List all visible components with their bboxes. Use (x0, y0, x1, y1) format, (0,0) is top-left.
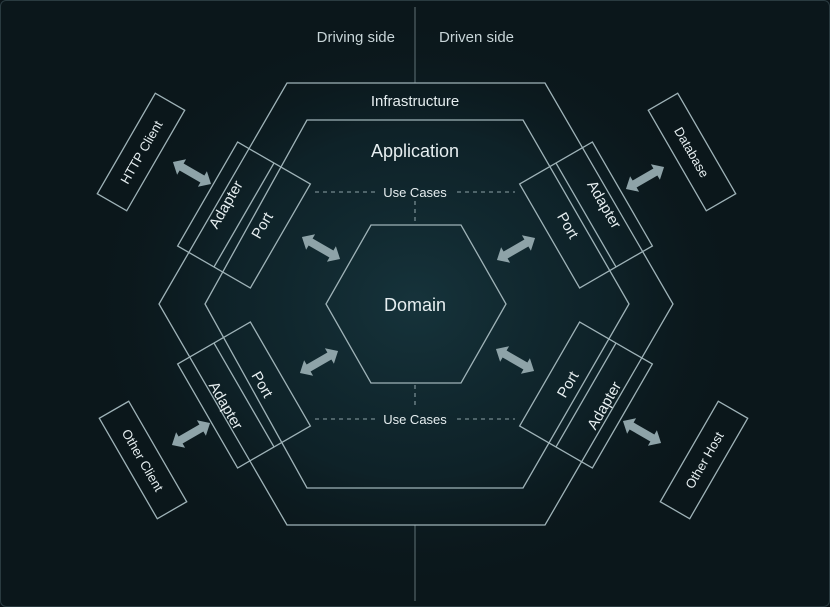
arrow-domain-to-port-bottom-right (495, 346, 535, 374)
arrow-other-client-to-adapter (171, 420, 211, 448)
driven-side-label: Driven side (439, 29, 514, 46)
application-hexagon (204, 119, 630, 489)
arrow-port-to-domain-bottom-left (299, 348, 339, 376)
driving-side-label: Driving side (317, 29, 395, 46)
arrow-domain-to-port-top-right (496, 235, 536, 263)
arrow-adapter-to-other-host (622, 418, 662, 446)
use-cases-bottom-label: Use Cases (383, 412, 447, 427)
domain-label: Domain (384, 295, 446, 315)
infrastructure-hexagon (158, 82, 674, 526)
domain-hexagon (325, 224, 507, 384)
application-label: Application (371, 141, 459, 161)
use-cases-top-label: Use Cases (383, 185, 447, 200)
infrastructure-label: Infrastructure (371, 93, 459, 110)
background-glow (85, 14, 745, 594)
arrow-adapter-to-database (625, 164, 665, 192)
arrow-port-to-domain-top-left (301, 234, 341, 262)
arrow-http-client-to-adapter (172, 159, 212, 187)
